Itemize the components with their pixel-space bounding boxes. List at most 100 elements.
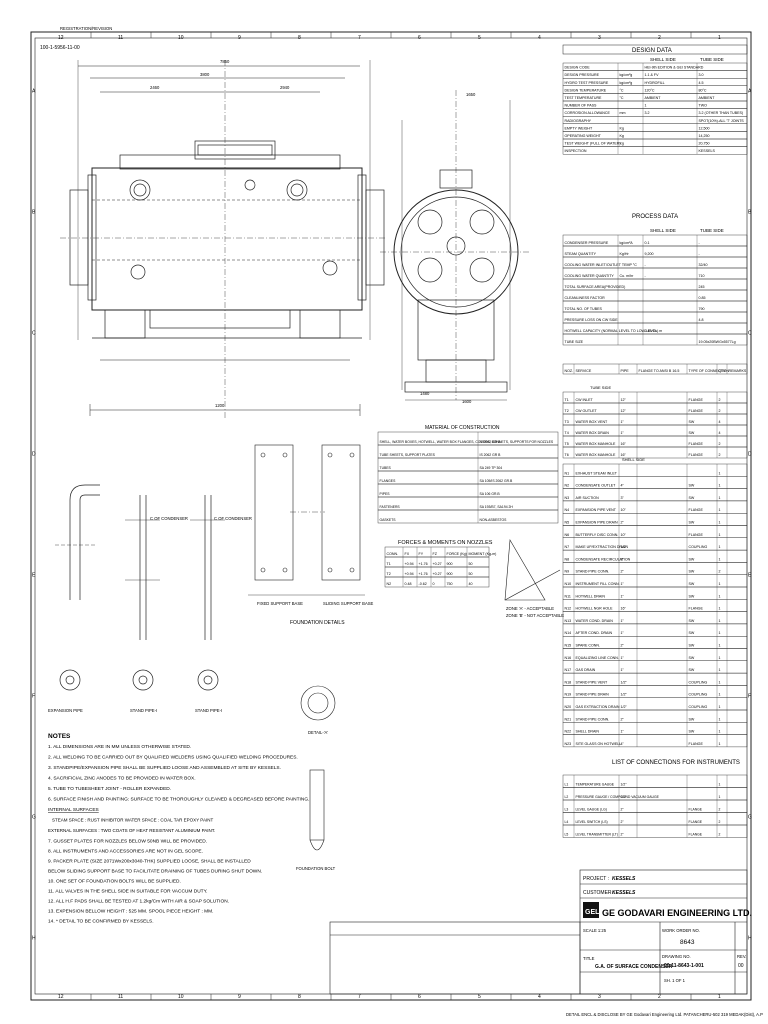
process-cell: 2.45 Cu. m bbox=[645, 329, 663, 333]
design-cell: 1.1 & FV bbox=[645, 73, 660, 77]
conn-shell-cell: N6 bbox=[565, 533, 570, 537]
force-cell: +1.76 bbox=[419, 562, 428, 566]
conn-shell-cell: 2" bbox=[621, 521, 625, 525]
material-cell: IS 2062 GR B bbox=[480, 453, 502, 457]
process-cell: TUBE SIZE bbox=[565, 340, 584, 344]
process-cell: TOTAL NO. OF TUBES bbox=[565, 307, 603, 311]
conn-shell-cell: 1 bbox=[719, 644, 721, 648]
conn-tube-cell: FLANGE bbox=[689, 409, 704, 413]
force-cell: 0 bbox=[433, 582, 435, 586]
conn-shell-cell: MAKE UP/EXTRACTION DRAIN bbox=[576, 545, 629, 549]
conn-shell-cell: N3 bbox=[565, 496, 570, 500]
conn-shell-cell: STAND PIPE CONN. bbox=[576, 570, 610, 574]
grid-number-top: 1 bbox=[718, 35, 721, 41]
grid-number-bottom: 5 bbox=[478, 994, 481, 1000]
instrument-cell: FLANGE bbox=[689, 820, 703, 824]
conn-shell-cell: 4" bbox=[621, 484, 625, 488]
sheet-label: SH. 1 OF 1 bbox=[664, 978, 686, 983]
dim-top-3: 2460 bbox=[150, 85, 160, 90]
conn-header-cell: NOZ. bbox=[565, 369, 574, 373]
grid-letter-left: G bbox=[32, 815, 36, 821]
conn-shell-cell: 1" bbox=[621, 668, 625, 672]
conn-shell-cell: EQUALIZING LINE CONN. bbox=[576, 656, 619, 660]
instruments-title: LIST OF CONNECTIONS FOR INSTRUMENTS bbox=[612, 760, 740, 766]
force-cell: N2 bbox=[387, 582, 392, 586]
material-cell: GASKETS bbox=[380, 518, 397, 522]
label-c-condenser-1: C OF CONDENSER bbox=[150, 516, 188, 521]
process-cell: 245 bbox=[699, 285, 705, 289]
work-order-number: 8643 bbox=[680, 939, 695, 946]
conn-tube-cell: 2 bbox=[719, 398, 721, 402]
grid-number-bottom: 11 bbox=[118, 994, 123, 1000]
conn-shell-cell: N4 bbox=[565, 508, 570, 512]
conn-shell-cell: SW bbox=[689, 521, 695, 525]
conn-tube-row bbox=[562, 446, 748, 459]
conn-tube-cell: WATER BOX MANHOLE bbox=[576, 453, 617, 457]
conn-shell-cell: 1" bbox=[621, 656, 625, 660]
conn-header-cell: QTY bbox=[719, 369, 727, 373]
instrument-cell: LEVEL TRANSMITTER (LT) bbox=[576, 833, 618, 837]
note-internal-title: INTERNAL SURFACES bbox=[48, 807, 99, 813]
conn-shell-cell: SW bbox=[689, 644, 695, 648]
grid-number-bottom: 6 bbox=[418, 994, 421, 1000]
process-col-shell: SHELL SIDE bbox=[650, 228, 676, 233]
design-cell: RADIOGRAPHY bbox=[565, 119, 592, 123]
conn-shell-cell: FLANGE bbox=[689, 508, 704, 512]
conn-shell-cell: SW bbox=[689, 594, 695, 598]
conn-shell-cell: HOTWELL NGR HOLE bbox=[576, 607, 614, 611]
conn-shell-cell: 2 bbox=[719, 570, 721, 574]
force-cell: +0.94 bbox=[405, 572, 414, 576]
conn-shell-cell: EXPANSION PIPE VENT bbox=[576, 508, 617, 512]
material-cell: SHELL, WATER BOXES, HOTWELL, WATER BOX F… bbox=[380, 440, 554, 444]
material-cell: TUBES bbox=[380, 466, 392, 470]
conn-tube-cell: 2 bbox=[719, 453, 721, 457]
conn-shell-cell: N1 bbox=[565, 471, 570, 475]
material-cell: FLANGES bbox=[380, 479, 397, 483]
top-note: REGISTRATION/REVISION bbox=[60, 26, 112, 31]
process-cell: COOLING WATER INLET/OUTLET TEMP °C bbox=[565, 263, 638, 267]
material-cell: SA 106 GR.B bbox=[480, 492, 501, 496]
conn-shell-cell: 1 bbox=[719, 631, 721, 635]
note-item: 9. PACKER PLATE (SIZE 2071Wx200x3040-THK… bbox=[48, 859, 251, 865]
instrument-cell: L5 bbox=[565, 833, 569, 837]
grid-number-bottom: 8 bbox=[298, 994, 301, 1000]
process-cell: - bbox=[699, 241, 701, 245]
conn-tube-cell: 2 bbox=[719, 409, 721, 413]
conn-shell-cell: N7 bbox=[565, 545, 570, 549]
conn-shell-cell: 1 bbox=[719, 471, 721, 475]
conn-tube-cell: T6 bbox=[565, 453, 569, 457]
force-cell: -0.62 bbox=[419, 582, 427, 586]
design-cell: Kg bbox=[620, 134, 624, 138]
grid-letter-right: C bbox=[748, 331, 752, 337]
process-cell: 4.8 bbox=[699, 318, 704, 322]
work-order-label: WORK ORDER NO. bbox=[662, 928, 700, 933]
design-cell: °C bbox=[620, 88, 624, 92]
drawing-number: 00-11-8643-1-001 bbox=[664, 963, 704, 969]
conn-tube-cell: WATER BOX DRAIN bbox=[576, 431, 610, 435]
design-cell: DESIGN TEMPERATURE bbox=[565, 88, 607, 92]
design-cell: 12,500 bbox=[699, 126, 710, 130]
grid-letter-right: F bbox=[748, 694, 751, 700]
note-item: 13. EXPENSION BELLOW HEIGHT : 525 MM. SP… bbox=[48, 909, 213, 915]
design-cell: mm bbox=[620, 111, 626, 115]
conn-shell-cell: SPARE CONN. bbox=[576, 644, 601, 648]
note-item: 11. ALL VALVES IN THE SHELL SIDE IN SUIT… bbox=[48, 889, 208, 895]
conn-shell-cell: FLANGE bbox=[689, 533, 704, 537]
conn-shell-cell: SW bbox=[689, 717, 695, 721]
design-cell: DESIGN CODE bbox=[565, 66, 591, 70]
conn-shell-cell: 1/2" bbox=[621, 693, 628, 697]
conn-header-cell: FLANGE TO ANSI B 16.5 bbox=[639, 369, 680, 373]
conn-shell-cell: 1 bbox=[719, 533, 721, 537]
force-cell: +0.94 bbox=[405, 562, 414, 566]
force-cell: FX bbox=[405, 552, 410, 556]
instrument-cell: FLANGE bbox=[689, 808, 703, 812]
conn-shell-cell: N23 bbox=[565, 742, 572, 746]
design-cell: 80°C bbox=[699, 88, 707, 92]
conn-header-cell: SERVICE bbox=[576, 369, 592, 373]
conn-shell-cell: STAND PIPE DRAIN bbox=[576, 693, 610, 697]
force-cell: MOMENT (Kg-m) bbox=[469, 552, 497, 556]
